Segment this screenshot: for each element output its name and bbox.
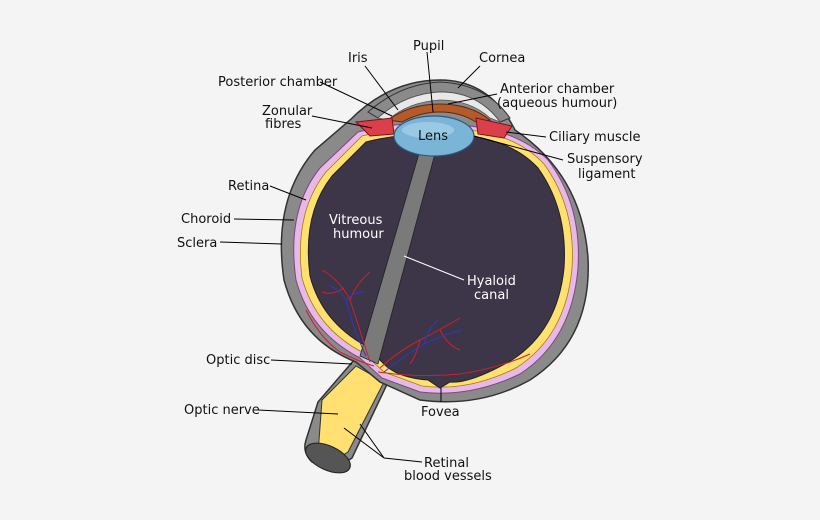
label-zonular-sub: fibres	[265, 117, 301, 132]
retinal-blood-vessels	[305, 269, 531, 377]
label-retina: Retina	[228, 179, 269, 194]
label-vitreous: Vitreous	[329, 213, 383, 228]
label-iris: Iris	[348, 51, 368, 66]
label-hyaloid: Hyaloid	[467, 274, 516, 289]
label-vitreous-sub: humour	[333, 227, 384, 242]
label-retinal: Retinal	[424, 456, 469, 471]
label-retinal-sub: blood vessels	[404, 469, 492, 484]
label-fovea: Fovea	[421, 405, 460, 420]
label-hyaloid-sub: canal	[474, 288, 509, 303]
label-anterior-chamber: Anterior chamber	[500, 82, 615, 97]
label-posterior-chamber: Posterior chamber	[218, 75, 338, 90]
leader-lines	[219, 51, 564, 463]
label-anterior-chamber-sub: (aqueous humour)	[497, 96, 617, 111]
label-suspensory: Suspensory	[567, 152, 643, 167]
lens-shape	[393, 115, 475, 157]
label-choroid: Choroid	[181, 212, 231, 227]
label-cornea: Cornea	[479, 51, 525, 66]
label-zonular: Zonular	[262, 104, 313, 119]
ciliary-muscle-shape	[354, 117, 513, 139]
label-optic-disc: Optic disc	[206, 353, 270, 368]
label-lens: Lens	[418, 129, 448, 144]
label-pupil: Pupil	[413, 39, 444, 54]
label-optic-nerve: Optic nerve	[184, 403, 260, 418]
label-sclera: Sclera	[177, 236, 217, 251]
label-ciliary-muscle: Ciliary muscle	[549, 130, 640, 145]
label-suspensory-sub: ligament	[578, 167, 635, 182]
optic-nerve-shape	[304, 359, 391, 474]
